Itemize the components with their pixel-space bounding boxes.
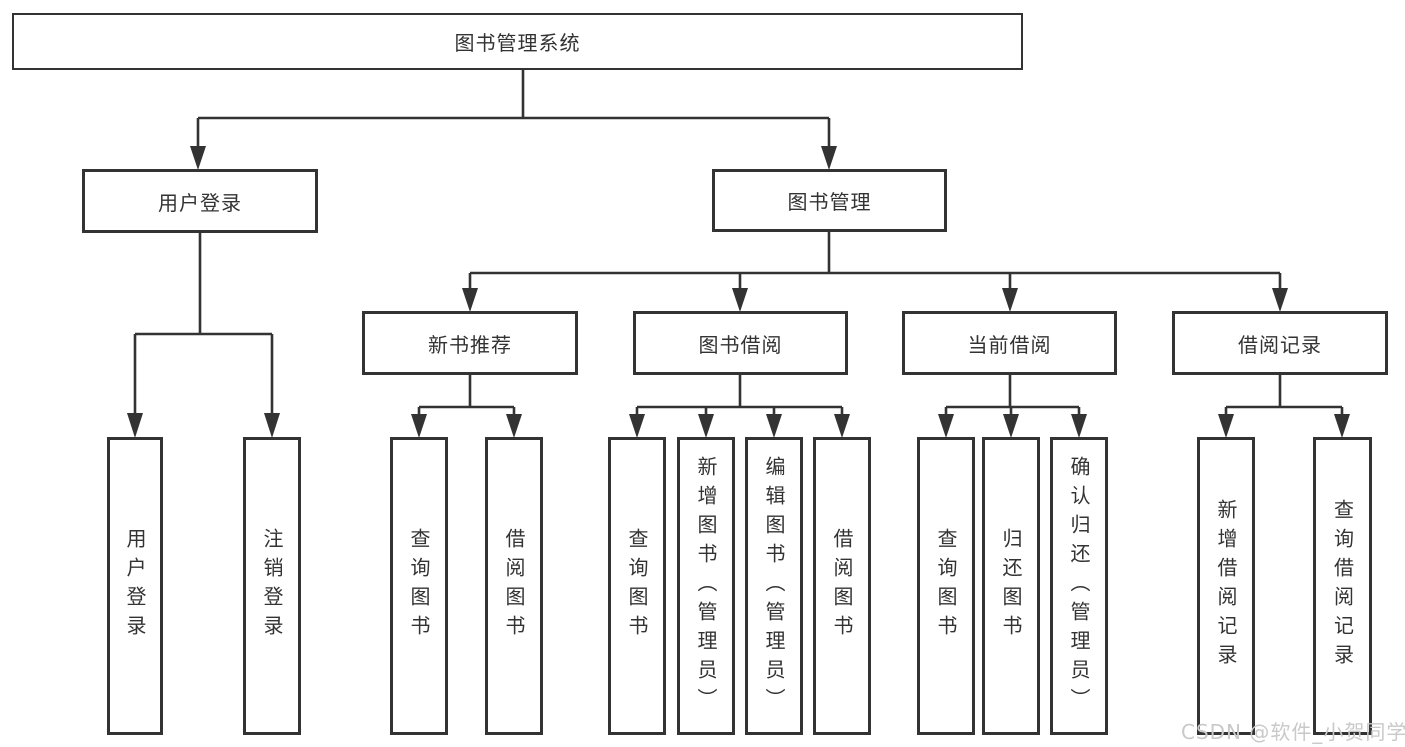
arrowheads-user-login-children bbox=[127, 413, 280, 438]
leaf-label: 借阅图书 bbox=[502, 528, 526, 644]
csdn-watermark: CSDN @软件_小贺同学 bbox=[1181, 720, 1405, 744]
leaf-borrow-books-recommend: 借阅图书 bbox=[485, 437, 543, 735]
leaf-label: 编辑图书（管理员） bbox=[762, 455, 786, 717]
leaf-return-books: 归还图书 bbox=[982, 437, 1040, 735]
node-label: 图书管理 bbox=[787, 190, 872, 214]
leaf-edit-books-admin: 编辑图书（管理员） bbox=[745, 437, 803, 735]
leaf-query-borrow-record: 查询借阅记录 bbox=[1313, 437, 1372, 735]
node-book-management: 图书管理 bbox=[712, 169, 947, 232]
arrowheads-book-borrow-children bbox=[629, 414, 850, 438]
node-label: 图书借阅 bbox=[698, 332, 783, 357]
arrowheads-current-borrow-children bbox=[938, 414, 1087, 438]
leaf-user-login: 用户登录 bbox=[107, 437, 163, 735]
node-label: 当前借阅 bbox=[967, 332, 1052, 357]
leaf-label: 归还图书 bbox=[999, 528, 1023, 644]
arrowheads-level3 bbox=[462, 288, 1288, 312]
node-borrowing-records: 借阅记录 bbox=[1172, 311, 1388, 375]
connector-current-borrow-to-children bbox=[944, 375, 1081, 416]
leaf-label: 新增借阅记录 bbox=[1214, 499, 1238, 673]
leaf-label: 查询图书 bbox=[934, 528, 958, 644]
connector-book-borrow-to-children bbox=[635, 375, 844, 416]
arrowheads-root-to-level2 bbox=[190, 146, 837, 170]
node-label: 借阅记录 bbox=[1238, 332, 1322, 357]
leaf-label: 借阅图书 bbox=[830, 528, 854, 644]
connector-borrow-record-to-children bbox=[1224, 375, 1344, 416]
leaf-add-borrow-record: 新增借阅记录 bbox=[1197, 437, 1255, 735]
leaf-borrow-books: 借阅图书 bbox=[813, 437, 871, 735]
node-user-login: 用户登录 bbox=[82, 169, 318, 233]
leaf-logout: 注销登录 bbox=[243, 437, 301, 735]
leaf-query-books-recommend: 查询图书 bbox=[390, 437, 448, 735]
node-label: 新书推荐 bbox=[428, 332, 512, 357]
node-book-borrowing: 图书借阅 bbox=[633, 311, 848, 375]
arrowheads-borrow-record-children bbox=[1218, 414, 1350, 438]
connector-book-mgmt-to-level3 bbox=[468, 232, 1282, 289]
leaf-label: 查询图书 bbox=[407, 528, 431, 644]
leaf-query-books-current: 查询图书 bbox=[917, 437, 975, 735]
connector-new-book-to-children bbox=[417, 375, 516, 416]
leaf-label: 用户登录 bbox=[123, 528, 147, 644]
node-new-book-recommendation: 新书推荐 bbox=[362, 311, 578, 375]
node-current-borrowing: 当前借阅 bbox=[902, 311, 1117, 375]
leaf-label: 查询借阅记录 bbox=[1330, 499, 1355, 673]
leaf-label: 注销登录 bbox=[260, 528, 284, 644]
leaf-label: 确认归还（管理员） bbox=[1067, 455, 1091, 717]
connector-user-login-to-children bbox=[133, 233, 274, 415]
leaf-label: 查询图书 bbox=[625, 528, 649, 644]
arrowheads-new-book-children bbox=[411, 414, 522, 438]
node-label: 图书管理系统 bbox=[454, 31, 581, 55]
connector-root-to-level2 bbox=[196, 70, 831, 148]
node-library-management-system: 图书管理系统 bbox=[12, 13, 1023, 70]
leaf-confirm-return-admin: 确认归还（管理员） bbox=[1050, 437, 1108, 735]
leaf-add-books-admin: 新增图书（管理员） bbox=[677, 437, 735, 735]
leaf-query-books-borrowing: 查询图书 bbox=[608, 437, 666, 735]
node-label: 用户登录 bbox=[158, 190, 242, 215]
leaf-label: 新增图书（管理员） bbox=[694, 455, 718, 717]
